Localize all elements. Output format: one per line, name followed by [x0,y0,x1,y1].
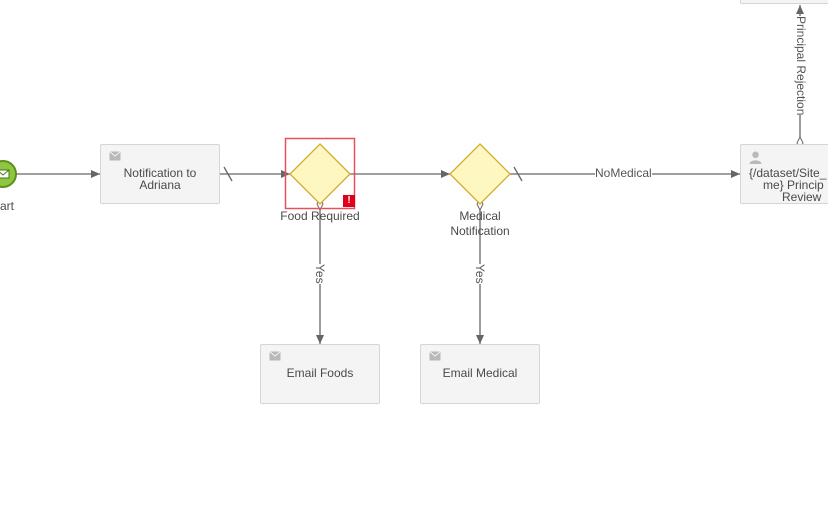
gateway-medical-notification[interactable] [449,143,511,205]
task-offscreen-top[interactable] [740,0,828,4]
selection-outline [284,137,356,210]
gateway-food-required[interactable] [289,143,351,205]
default-flow-slash [513,166,523,182]
start-event[interactable] [0,160,17,188]
default-flow-slash [223,166,233,182]
task-principal-review[interactable]: {/dataset/Site_ me} Princip Review [740,144,828,204]
task-notification-to-adriana[interactable]: Notification to Adriana [100,144,220,204]
flow-label-yes-medical: Yes [473,264,487,284]
gateway-food-required-label: Food Required [280,209,360,223]
task-email-medical[interactable]: Email Medical [420,344,540,404]
user-icon [749,151,762,164]
envelope-icon [109,151,121,161]
task-label-line-1: Notification to [123,166,197,180]
task-label: Email Foods [286,366,354,380]
start-event-label: art [0,199,15,213]
task-label-line-3: Review [782,190,822,204]
envelope-icon [429,351,441,361]
flow-label-yes-food: Yes [313,264,327,284]
task-label-line-2: me} Princip [763,178,824,192]
gateway-medical-notification-label-line-2: Notification [450,224,510,238]
envelope-icon [269,351,281,361]
envelope-icon [0,169,10,179]
error-badge-icon[interactable]: ! [343,195,355,207]
gateway-medical-notification-label-line-1: Medical [459,209,501,223]
task-email-foods[interactable]: Email Foods [260,344,380,404]
task-label-line-2: Adriana [139,178,181,192]
flow-label-principal-rejection: Principal Rejection [794,16,808,116]
task-label-line-1: {/dataset/Site_ [749,166,827,180]
flow-label-no-medical: NoMedical [595,166,652,180]
task-label: Email Medical [442,366,518,380]
